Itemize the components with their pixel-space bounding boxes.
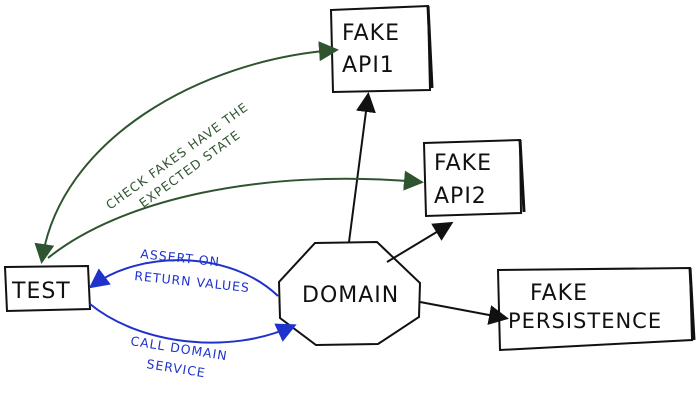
test-label: TEST (11, 279, 71, 304)
check-fakes-to-api2-arrow (47, 170, 424, 259)
assert-return-label: ASSERT ON RETURN VALUES (134, 246, 251, 295)
domain-to-persistence-arrow (419, 301, 509, 325)
call-domain-label: CALL DOMAIN SERVICE (130, 333, 229, 380)
domain-node: DOMAIN (277, 240, 422, 347)
call-domain-line1: CALL DOMAIN (130, 333, 229, 363)
call-domain-arrow (89, 303, 297, 344)
fake-persistence-node: FAKE PERSISTENCE (496, 266, 696, 352)
fake-api1-line2: API1 (342, 53, 395, 78)
fake-api1-node: FAKE API1 (329, 4, 434, 94)
assert-return-arrow (88, 259, 279, 297)
fake-persistence-line2: PERSISTENCE (508, 309, 662, 333)
fake-api2-node: FAKE API2 (422, 138, 526, 218)
domain-to-api1-arrow (348, 92, 376, 243)
domain-to-api2-arrow (386, 221, 454, 263)
assert-return-line1: ASSERT ON (140, 246, 221, 269)
check-fakes-line1: CHECK FAKES HAVE THE (103, 99, 251, 212)
call-domain-line2: SERVICE (146, 356, 207, 380)
test-node: TEST (3, 264, 92, 313)
fake-persistence-line1: FAKE (530, 281, 588, 306)
assert-return-line2: RETURN VALUES (134, 268, 251, 295)
fake-api2-line2: API2 (434, 184, 487, 209)
fake-api1-line1: FAKE (342, 21, 400, 46)
fake-api2-line1: FAKE (434, 151, 492, 176)
domain-label: DOMAIN (302, 283, 399, 308)
check-fakes-label: CHECK FAKES HAVE THE EXPECTED STATE (103, 99, 251, 212)
check-fakes-to-api1-arrow (34, 41, 339, 264)
